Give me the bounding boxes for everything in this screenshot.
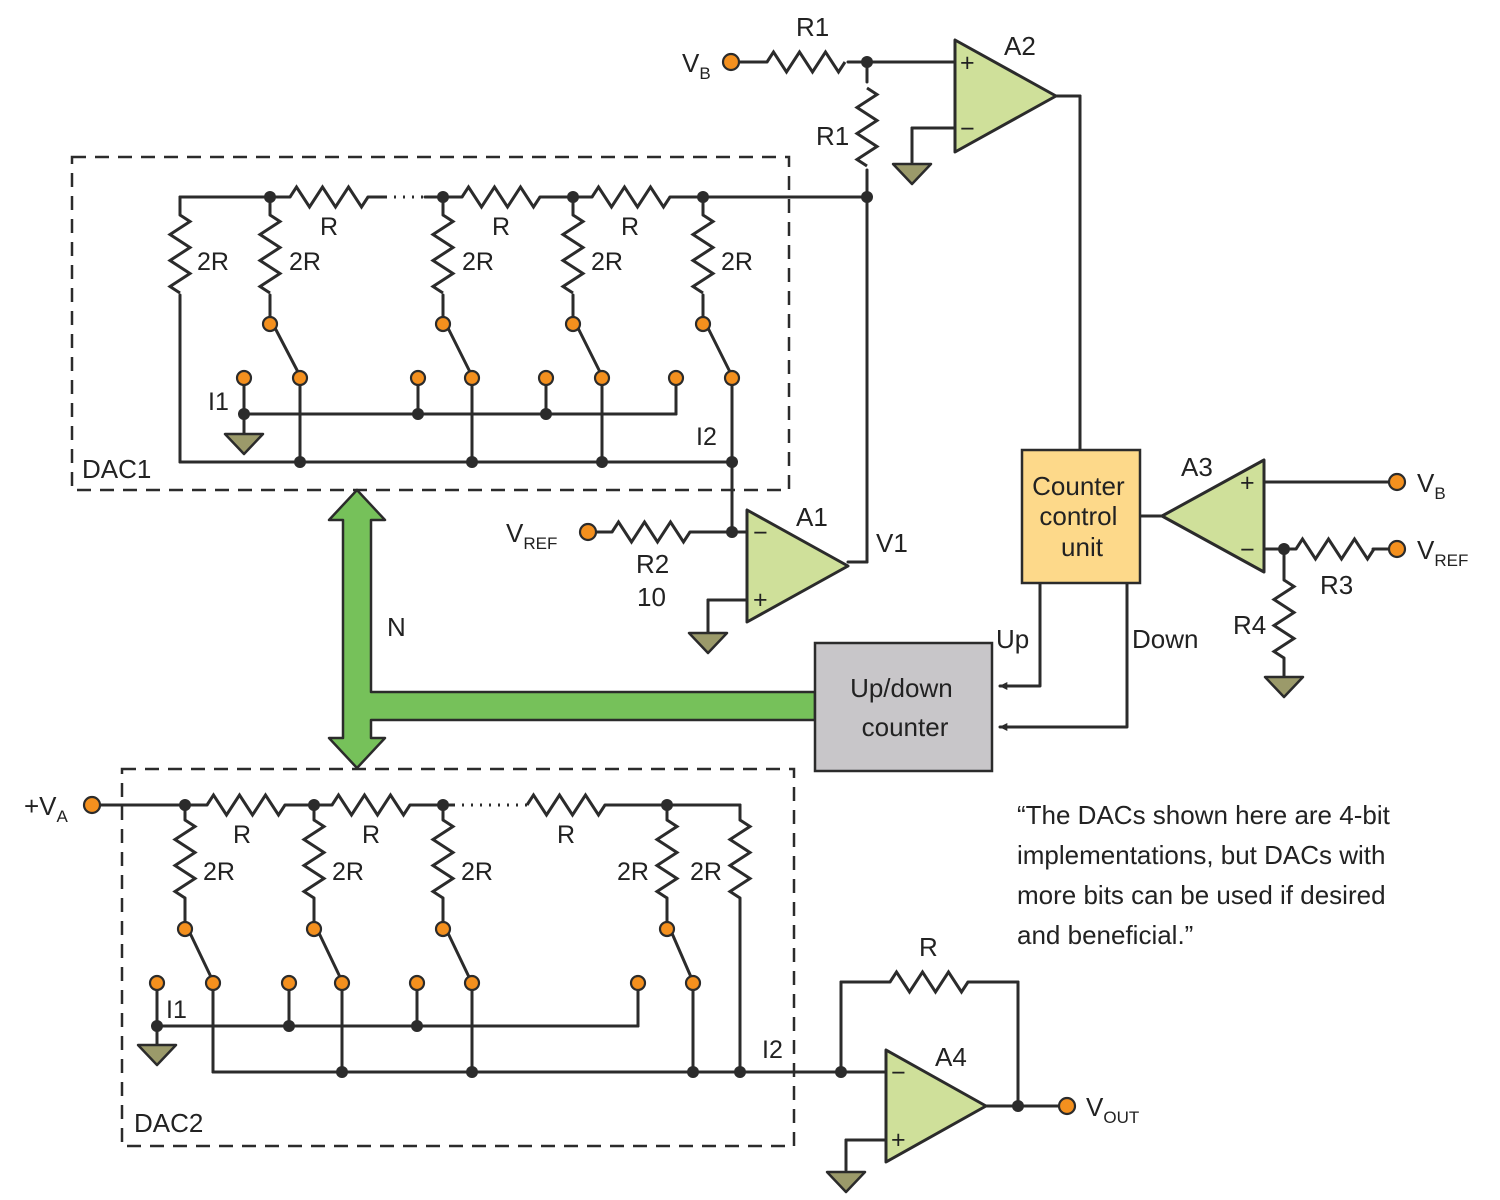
resistor-dac2-r-1 [205, 792, 287, 818]
up-label: Up [996, 624, 1029, 654]
resistor-dac2-r-2 [330, 792, 412, 818]
resistor-r2 [610, 519, 692, 545]
dac1-2r-label-2: 2R [289, 248, 321, 276]
ground-icon [825, 1170, 867, 1194]
bus-n-label: N [387, 612, 406, 642]
v1-label: V1 [876, 528, 908, 558]
resistor-r1-vertical [854, 86, 880, 168]
i2-label-dac2: I2 [762, 1036, 783, 1064]
resistor-dac1-2r-4 [560, 213, 586, 295]
dac1-2r-label-4: 2R [591, 248, 623, 276]
a2-minus-sign: − [960, 115, 975, 143]
r2-value-label: 10 [637, 582, 666, 612]
a1-minus-sign: − [753, 519, 768, 547]
a4-label: A4 [935, 1042, 967, 1072]
design-note-quote: “The DACs shown here are 4-bit implement… [1017, 800, 1397, 950]
dac2-2r-label-3: 2R [461, 858, 493, 886]
counter-control-unit-block [1020, 448, 1142, 585]
resistor-dac1-r-2 [460, 184, 542, 210]
dac1-boundary [70, 155, 791, 492]
resistor-r3 [1294, 536, 1376, 562]
resistor-dac2-2r-1 [172, 818, 198, 900]
a3-label: A3 [1181, 452, 1213, 482]
i2-label-dac1: I2 [696, 423, 717, 451]
resistor-dac1-2r-2 [257, 213, 283, 295]
dac1-r-label-1: R [320, 213, 338, 241]
resistor-dac1-2r-3 [430, 213, 456, 295]
resistor-dac2-2r-5 [727, 818, 753, 900]
resistor-r1-horizontal [765, 49, 847, 75]
dac2-boundary [120, 767, 796, 1148]
dac2-label: DAC2 [134, 1108, 203, 1138]
dac1-2r-label-1: 2R [197, 248, 229, 276]
dac2-2r-label-1: 2R [203, 858, 235, 886]
a1-label: A1 [796, 502, 828, 532]
resistor-dac2-r-3 [525, 792, 607, 818]
terminal-pins [82, 52, 1407, 1116]
updown-counter-text: Up/down counter [850, 673, 960, 742]
resistor-dac1-r-3 [590, 184, 672, 210]
dac1-r-label-2: R [492, 213, 510, 241]
r1-label-top: R1 [796, 12, 829, 42]
resistor-feedback-r [888, 969, 970, 995]
opamp-a4 [884, 1048, 988, 1164]
a4-plus-sign: + [891, 1126, 906, 1154]
grounds [136, 162, 1305, 1194]
vout-label: VOUT [1086, 1092, 1139, 1127]
vref-label-right: VREF [1417, 535, 1468, 570]
resistor-dac1-2r-1 [167, 213, 193, 295]
resistor-dac2-2r-2 [301, 818, 327, 900]
opamp-a2 [953, 38, 1058, 154]
va-label: +VA [24, 791, 69, 826]
dac1-r-label-3: R [621, 213, 639, 241]
vref-label-a1: VREF [506, 518, 557, 553]
dac2-r-label-1: R [233, 821, 251, 849]
dac2-r-label-2: R [362, 821, 380, 849]
opamp-a1 [745, 508, 850, 624]
resistor-dac2-2r-4 [654, 818, 680, 900]
dac2-2r-label-2: 2R [332, 858, 364, 886]
resistors [167, 49, 1376, 995]
junction-dots [151, 56, 1290, 1112]
dac2-2r-label-5: 2R [690, 858, 722, 886]
opamp-a3 [1160, 458, 1266, 574]
down-label: Down [1132, 624, 1198, 654]
r4-label: R4 [1233, 610, 1266, 640]
wiring [99, 60, 1390, 1172]
a2-plus-sign: + [960, 49, 975, 77]
ground-icon [687, 631, 729, 655]
r3-label: R3 [1320, 570, 1353, 600]
r1-label-vertical: R1 [816, 121, 849, 151]
dac2-2r-label-4: 2R [617, 858, 649, 886]
a1-plus-sign: + [753, 586, 768, 614]
updown-counter-block [813, 641, 994, 773]
dac2-r-label-3: R [557, 821, 575, 849]
counter-control-unit-text: Counter control unit [1032, 471, 1132, 562]
i1-label-dac1: I1 [208, 388, 229, 416]
dac1-2r-label-5: 2R [721, 248, 753, 276]
a4-minus-sign: − [891, 1059, 906, 1087]
ground-icon [223, 432, 265, 456]
a3-minus-sign: − [1240, 536, 1255, 564]
dac1-2r-label-3: 2R [462, 248, 494, 276]
resistor-r4 [1271, 578, 1297, 660]
vb-label-top: VB [682, 48, 711, 83]
dac1-label: DAC1 [82, 454, 151, 484]
r2-label: R2 [636, 549, 669, 579]
ground-icon [136, 1043, 178, 1067]
resistor-dac1-2r-5 [690, 213, 716, 295]
vb-label-right: VB [1417, 468, 1446, 503]
resistor-dac1-r-1 [288, 184, 370, 210]
i1-label-dac2: I1 [166, 996, 187, 1024]
data-bus-n [327, 488, 817, 770]
ground-icon [891, 162, 933, 186]
a3-plus-sign: + [1240, 469, 1255, 497]
feedback-r-label: R [919, 932, 938, 962]
resistor-dac2-2r-3 [430, 818, 456, 900]
ground-icon [1263, 675, 1305, 699]
a2-label: A2 [1004, 31, 1036, 61]
